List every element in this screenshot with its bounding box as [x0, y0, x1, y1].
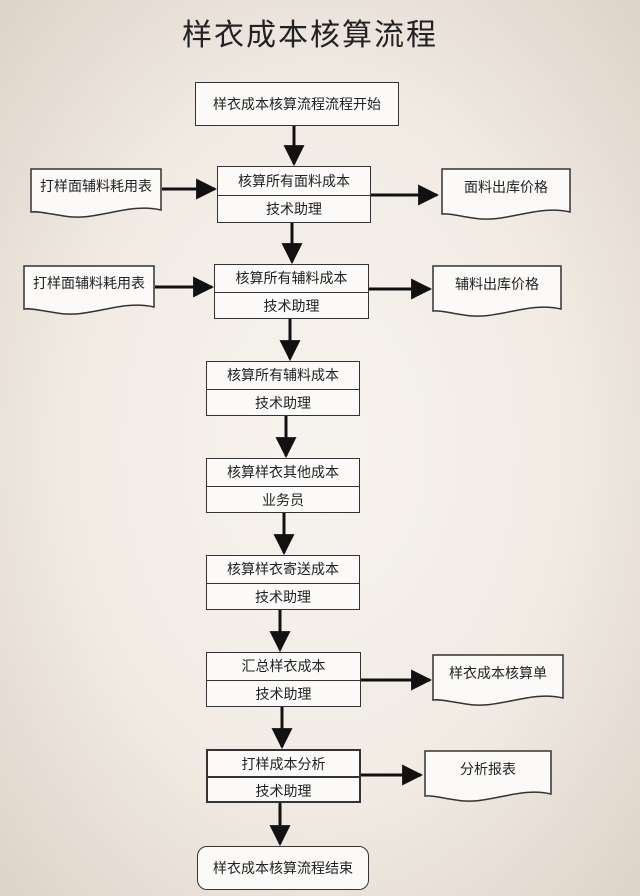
- output-doc-4-label: 分析报表: [460, 761, 516, 778]
- output-doc-1-label: 面料出库价格: [464, 179, 548, 196]
- step-6-box: 汇总样衣成本 技术助理: [206, 652, 361, 707]
- document-shape-icon: [30, 168, 162, 218]
- input-doc-1: 打样面辅料耗用表: [30, 168, 162, 220]
- step-4-box: 核算样衣其他成本 业务员: [206, 458, 360, 513]
- document-shape-icon: [432, 654, 564, 706]
- step-3-box: 核算所有辅料成本 技术助理: [206, 361, 360, 416]
- output-doc-4: 分析报表: [424, 750, 552, 804]
- document-shape-icon: [424, 750, 552, 802]
- step-5-task: 核算样衣寄送成本: [207, 556, 359, 584]
- step-7-task: 打样成本分析: [208, 751, 359, 778]
- step-4-task: 核算样衣其他成本: [207, 459, 359, 487]
- output-doc-2-label: 辅料出库价格: [455, 276, 539, 293]
- step-5-role: 技术助理: [255, 589, 311, 606]
- input-doc-2: 打样面辅料耗用表: [23, 265, 155, 317]
- step-3-task: 核算所有辅料成本: [207, 362, 359, 390]
- end-box: 样衣成本核算流程结束: [197, 846, 369, 890]
- output-doc-3: 样衣成本核算单: [432, 654, 564, 708]
- step-2-box: 核算所有辅料成本 技术助理: [214, 264, 369, 319]
- step-1-box: 核算所有面料成本 技术助理: [217, 166, 371, 223]
- step-2-role: 技术助理: [263, 298, 320, 315]
- document-shape-icon: [441, 168, 571, 220]
- step-6-task: 汇总样衣成本: [207, 653, 360, 681]
- step-3-role: 技术助理: [255, 395, 311, 412]
- document-shape-icon: [23, 265, 155, 315]
- page-title: 样衣成本核算流程: [182, 18, 438, 53]
- input-doc-1-label: 打样面辅料耗用表: [40, 179, 152, 196]
- step-1-task: 核算所有面料成本: [218, 167, 370, 196]
- step-7-box: 打样成本分析 技术助理: [206, 749, 361, 803]
- input-doc-2-label: 打样面辅料耗用表: [33, 276, 145, 293]
- document-shape-icon: [432, 265, 562, 317]
- step-5-box: 核算样衣寄送成本 技术助理: [206, 555, 360, 610]
- step-1-role: 技术助理: [266, 202, 322, 219]
- output-doc-1: 面料出库价格: [441, 168, 571, 222]
- step-7-role: 技术助理: [255, 783, 312, 800]
- output-doc-3-label: 样衣成本核算单: [449, 665, 547, 682]
- start-box: 样衣成本核算流程流程开始: [195, 82, 399, 126]
- step-2-task: 核算所有辅料成本: [215, 265, 368, 293]
- step-6-role: 技术助理: [255, 686, 312, 703]
- output-doc-2: 辅料出库价格: [432, 265, 562, 319]
- step-4-role: 业务员: [262, 492, 304, 509]
